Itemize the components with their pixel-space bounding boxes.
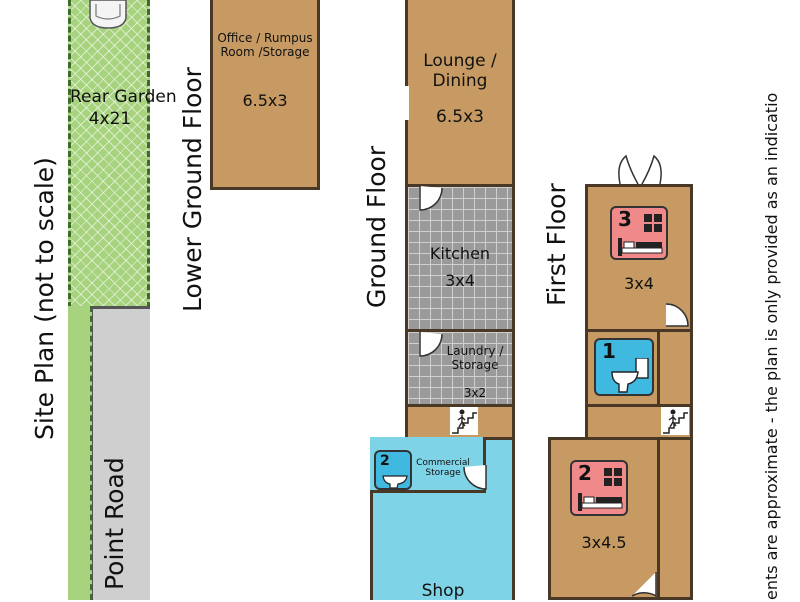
toilet-icon (382, 475, 408, 488)
window-grid-icon (644, 214, 662, 232)
shop-name: Shop (421, 581, 465, 601)
commercial-storage-text: Commercial Storage (416, 458, 470, 479)
disclaimer-text: ents are approximate - the plan is only … (762, 92, 781, 600)
first-floor-corridor (657, 329, 693, 600)
lounge-size: 6.5x3 (436, 107, 484, 127)
bedroom-3-size: 3x4 (624, 274, 654, 293)
window-grid-icon (604, 468, 622, 486)
bedroom-2-number: 2 (578, 461, 592, 485)
stairs-icon (661, 407, 689, 435)
bed-icon (618, 238, 663, 256)
kitchen-size: 3x4 (445, 271, 475, 290)
lower-ground-title: Lower Ground Floor (178, 67, 207, 312)
road-edge (68, 306, 92, 600)
lounge-dining-room (405, 0, 515, 187)
lounge-window (403, 86, 409, 120)
car-icon (89, 0, 127, 29)
bedroom-2-size: 3x4.5 (581, 533, 627, 552)
bedroom-2-door-icon (631, 572, 657, 598)
stairs-icon (450, 407, 478, 435)
lounge-name-text: Lounge / Dining (423, 51, 497, 91)
garden-size: 4x21 (88, 109, 132, 129)
lower-ground-room-name: Office / Rumpus Room /Storage (212, 31, 318, 60)
commercial-toilet-number: 2 (380, 453, 390, 469)
ground-floor-title: Ground Floor (362, 145, 391, 308)
bedroom-3-number: 3 (618, 207, 632, 231)
commercial-storage-name: Commercial Storage (410, 458, 476, 479)
laundry-door-icon (419, 332, 443, 357)
rear-garden (68, 0, 150, 308)
bedroom-3-icon: 3 (610, 206, 668, 260)
commercial-toilet-icon: 2 (374, 450, 412, 490)
commercial-door-icon (463, 465, 487, 490)
first-floor-title: First Floor (542, 183, 571, 306)
kitchen-room (405, 184, 515, 332)
bedroom-3-door-icon (665, 303, 689, 327)
kitchen-door-icon (419, 186, 443, 211)
site-plan-title: Site Plan (not to scale) (30, 157, 59, 440)
laundry-name-text: Laundry / Storage (446, 344, 504, 372)
road-label: Point Road (100, 457, 129, 590)
bed-icon (578, 493, 623, 511)
kitchen-name: Kitchen (429, 244, 491, 263)
bathroom-number: 1 (602, 339, 616, 363)
bathroom-icon: 1 (594, 338, 654, 396)
garden-label: Rear Garden (70, 87, 177, 107)
laundry-size: 3x2 (463, 386, 487, 400)
lower-ground-room (210, 0, 320, 190)
bedroom-2-icon: 2 (570, 460, 628, 516)
laundry-name: Laundry / Storage (440, 344, 510, 373)
toilet-icon (611, 358, 649, 393)
lounge-name: Lounge / Dining (418, 51, 502, 91)
bay-window-icon (618, 154, 662, 185)
lower-ground-room-size: 6.5x3 (242, 91, 288, 110)
room-name-text: Office / Rumpus Room /Storage (217, 31, 313, 59)
